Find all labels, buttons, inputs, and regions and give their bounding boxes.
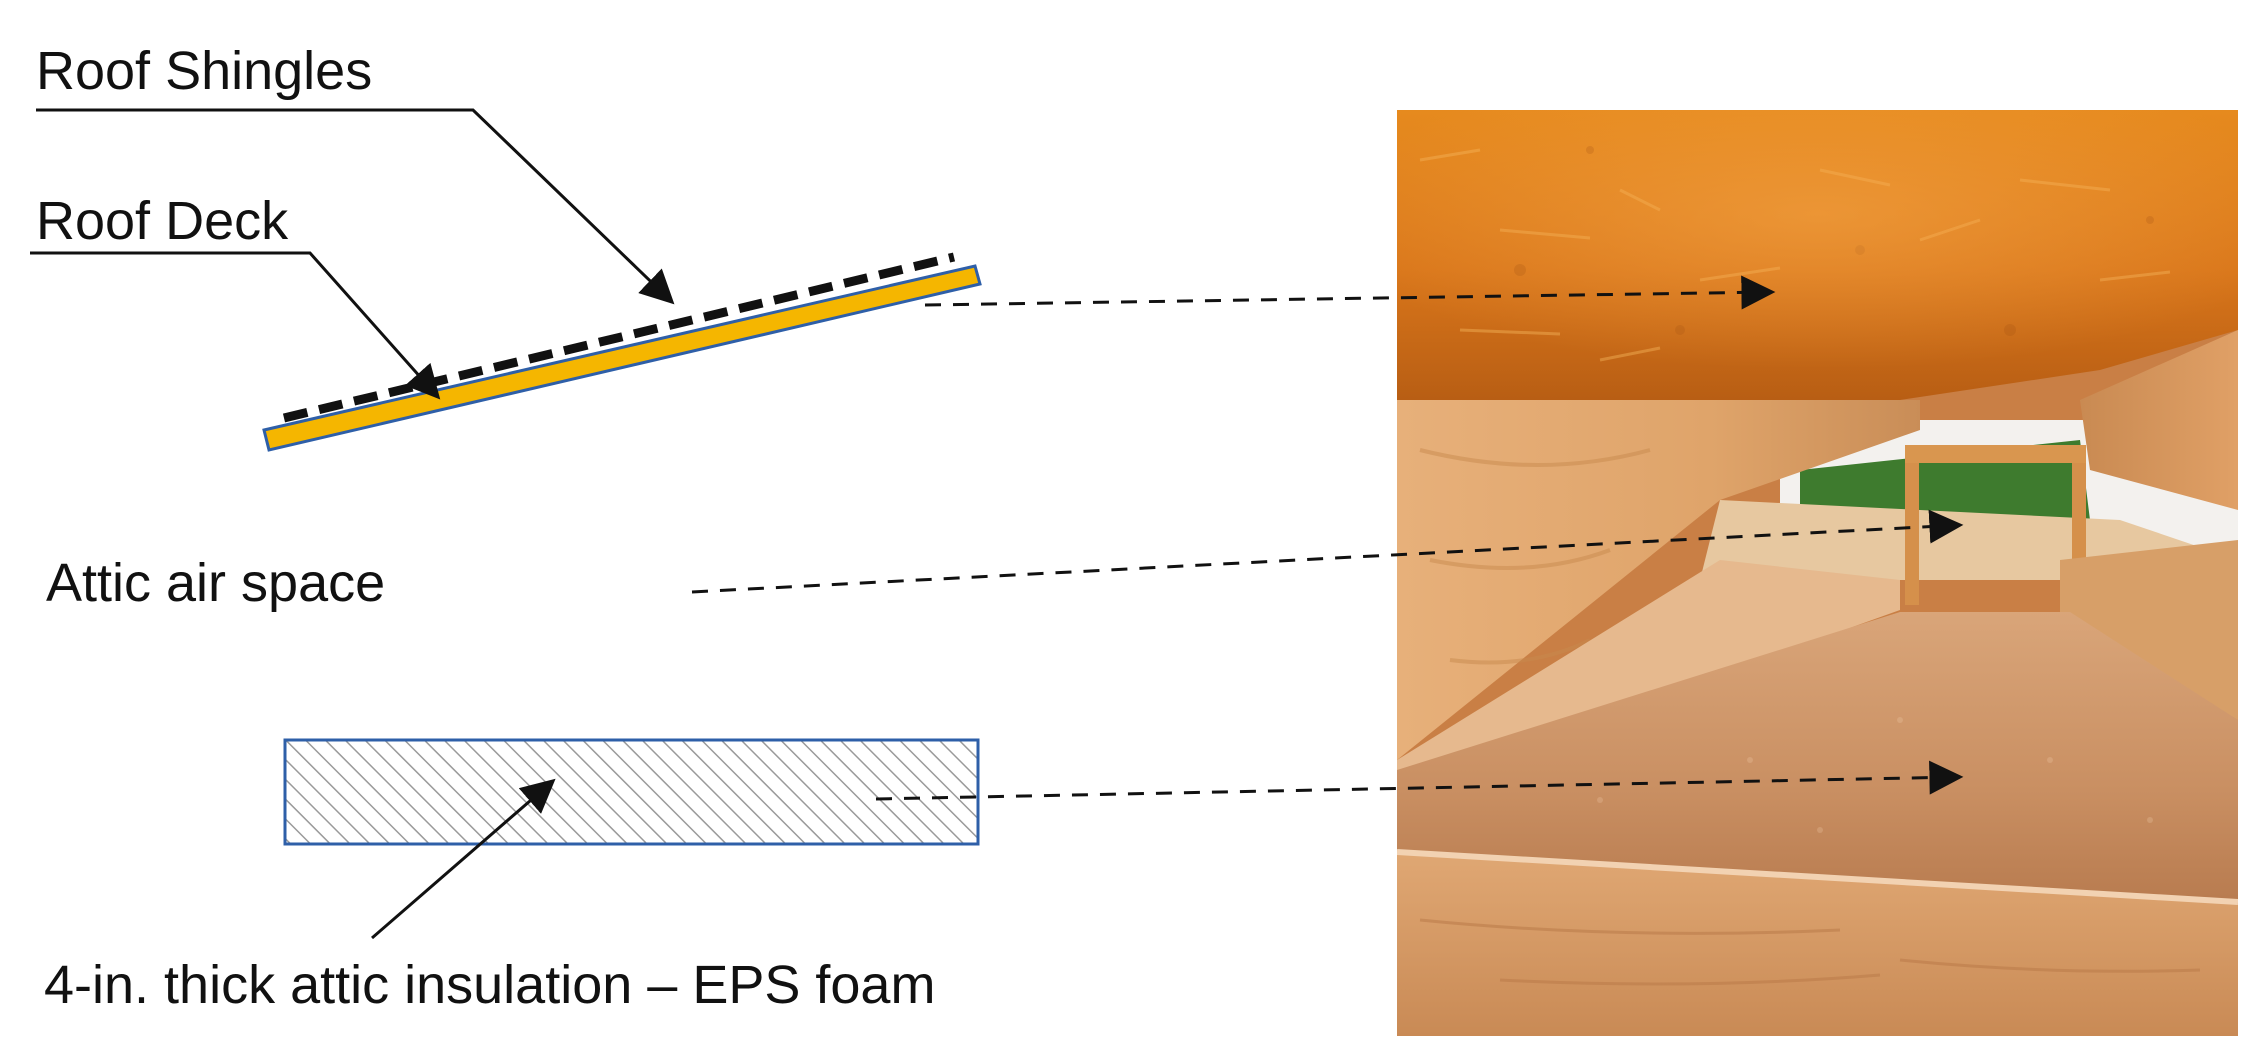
left-rafter (1397, 400, 1920, 760)
right-rafter (2080, 330, 2238, 510)
eps-foam-floor (1397, 612, 2238, 910)
shingles-leader-arrow (36, 108, 675, 305)
airspace-to-photo-arrow (691, 509, 1964, 594)
deck-to-photo-arrow (924, 275, 1776, 310)
roof-deck-board (262, 264, 982, 452)
label-insulation: 4-in. thick attic insulation – EPS foam (44, 955, 936, 1015)
front-board (1397, 850, 2238, 1036)
insulation-leader-arrow (371, 778, 556, 940)
roof-shingles-line (282, 252, 956, 423)
deck-leader-arrow (30, 251, 441, 400)
label-roof-deck: Roof Deck (36, 191, 289, 251)
insulation-to-photo-arrow (875, 760, 1964, 801)
label-roof-shingles: Roof Shingles (36, 41, 373, 101)
attic-photo (1397, 110, 2238, 1036)
label-attic-air-space: Attic air space (46, 553, 386, 613)
insulation-block (283, 738, 980, 846)
